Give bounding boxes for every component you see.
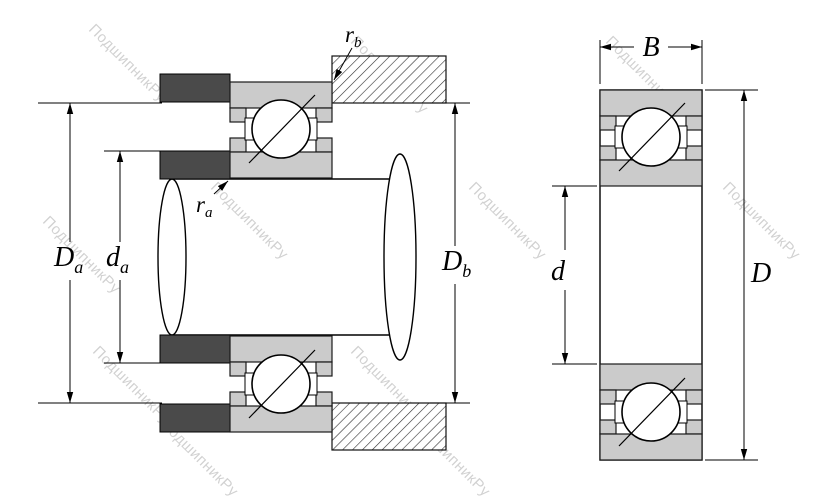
callout-ra: ra [196, 180, 229, 221]
label-ra: ra [196, 192, 212, 221]
leader-line [333, 47, 353, 81]
inner-ring-lip [315, 361, 333, 377]
spacer-bottom-inner [159, 334, 231, 364]
watermark-text: ПодшипникРу [207, 179, 291, 263]
ball-section-line [248, 349, 316, 419]
ball-section-line [248, 94, 316, 164]
shaft [157, 153, 417, 361]
housing-hatch-top [331, 55, 447, 104]
inner-ring-lip [315, 137, 333, 153]
bearing-bottom-section [229, 335, 333, 433]
inner-ring-lip [599, 389, 617, 405]
outer-ring-lip [315, 391, 333, 407]
outer-ring-lip [685, 419, 703, 435]
shaft-shoulder-right-ellipse [383, 153, 417, 361]
bearing-top-section [229, 81, 333, 179]
label-d: d [551, 256, 566, 287]
label-Da: Da [53, 242, 83, 277]
label-D: D [750, 258, 771, 289]
watermark-text: ПодшипникРу [85, 21, 169, 105]
bearing-bottom-section [599, 363, 703, 461]
outer-ring-lip [315, 107, 333, 123]
ball-section-line [618, 377, 686, 447]
inner-ring-lip [599, 145, 617, 161]
inner-ring-lip [685, 145, 703, 161]
label-B: B [642, 32, 659, 63]
inner-ring-lip [229, 361, 247, 377]
dimension-Da: Da [38, 102, 162, 404]
outer-ring-lip [229, 107, 247, 123]
leader-line [213, 180, 229, 195]
outer-ring-lip [599, 419, 617, 435]
label-Db: Db [441, 246, 471, 281]
left-assembly-view: Da da Db rb ra [38, 22, 471, 451]
bearing-top-section [599, 89, 703, 187]
dimension-d: d [551, 185, 597, 365]
spacer-top-outer [159, 73, 231, 103]
dimension-D: D [705, 89, 771, 461]
watermark-text: ПодшипникРу [719, 179, 803, 263]
abutment-spacers [159, 73, 231, 433]
dimension-B: B [599, 32, 703, 84]
ball-section-line [618, 102, 686, 172]
spacer-bottom-outer [159, 403, 231, 433]
outer-ring-lip [685, 115, 703, 131]
watermark-text: ПодшипникРу [465, 179, 549, 263]
outer-ring-lip [229, 391, 247, 407]
outer-ring-lip [599, 115, 617, 131]
label-da: da [106, 242, 129, 277]
inner-ring [599, 363, 703, 391]
callout-rb: rb [333, 22, 362, 81]
dimension-da: da [104, 150, 162, 364]
spacer-top-inner [159, 150, 231, 180]
label-rb: rb [345, 22, 362, 51]
shaft-end-left-ellipse [157, 178, 187, 336]
inner-ring-lip [229, 137, 247, 153]
housing-hatch-bottom [331, 402, 447, 451]
inner-ring-lip [685, 389, 703, 405]
right-bearing-view: B d D [551, 32, 771, 461]
dimension-Db: Db [430, 102, 471, 404]
